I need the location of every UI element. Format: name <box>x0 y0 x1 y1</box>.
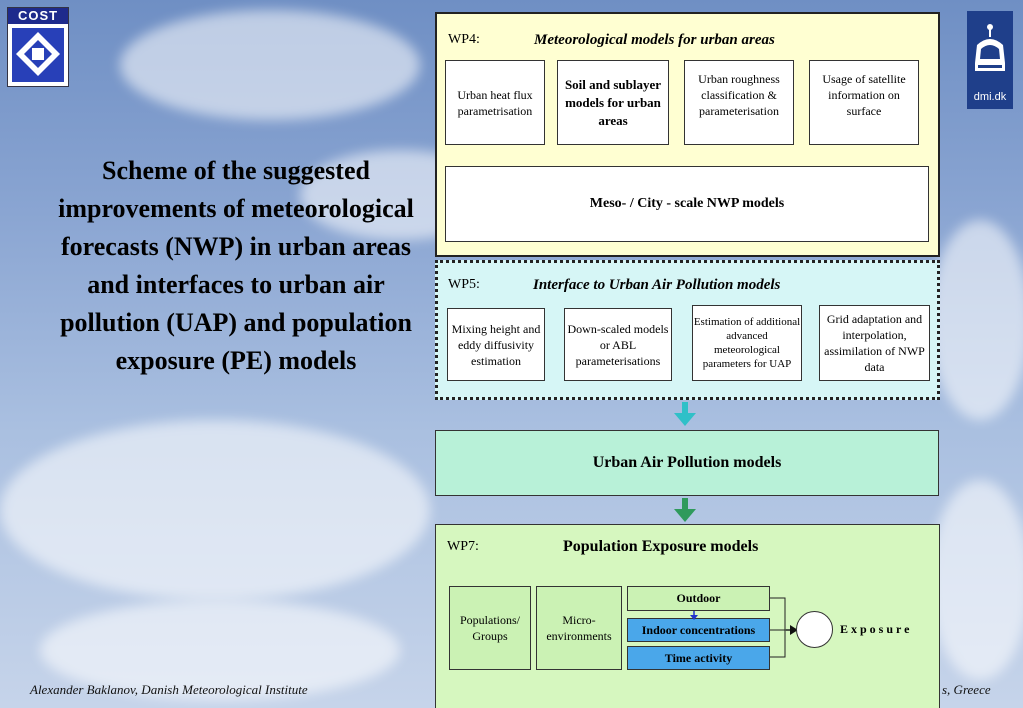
wp4-box-roughness: Urban roughness classification & paramet… <box>684 60 794 145</box>
cloud <box>930 220 1023 420</box>
wp4-box-heat-flux: Urban heat flux parametrisation <box>445 60 545 145</box>
wp4-title: Meteorological models for urban areas <box>534 32 775 48</box>
cost-emblem-icon <box>12 28 64 82</box>
indoor-concentrations-box: Indoor concentrations <box>627 618 770 642</box>
cost-logo: COST <box>7 7 69 87</box>
wp5-box-mixing-height: Mixing height and eddy diffusivity estim… <box>447 308 545 381</box>
wp5-label: WP5: <box>448 277 480 292</box>
crown-icon <box>975 24 1005 71</box>
wp7-label: WP7: <box>447 539 479 554</box>
time-activity-box: Time activity <box>627 646 770 670</box>
arrow-down-icon <box>674 498 696 522</box>
wp5-box-grid-adaptation: Grid adaptation and interpolation, assim… <box>819 305 930 381</box>
uap-models-box: Urban Air Pollution models <box>435 430 939 496</box>
wp4-box-soil: Soil and sublayer models for urban areas <box>557 60 669 145</box>
cloud <box>120 10 420 120</box>
arrow-down-icon <box>674 402 696 426</box>
wp5-box-downscaled: Down-scaled models or ABL parameterisati… <box>564 308 672 381</box>
cost-logo-text: COST <box>8 8 68 24</box>
dmi-logo-text: dmi.dk <box>973 91 1007 103</box>
exposure-connectors <box>690 597 798 658</box>
wp7-title: Population Exposure models <box>563 538 759 555</box>
footer-author: Alexander Baklanov, Danish Meteorologica… <box>30 682 308 697</box>
main-description: Scheme of the suggested improvements of … <box>58 156 414 375</box>
exposure-circle <box>796 611 833 648</box>
dmi-logo: dmi.dk <box>967 11 1013 109</box>
micro-environments-box: Micro-environments <box>536 586 622 670</box>
wp5-title: Interface to Urban Air Pollution models <box>533 277 781 293</box>
wp5-box-estimation: Estimation of additional advanced meteor… <box>692 305 802 381</box>
cloud <box>40 600 400 700</box>
wp4-box-satellite: Usage of satellite information on surfac… <box>809 60 919 145</box>
cloud <box>0 420 430 600</box>
wp4-label: WP4: <box>448 32 480 47</box>
outdoor-box: Outdoor <box>627 586 770 611</box>
wp4-nwp-box: Meso- / City - scale NWP models <box>445 166 929 242</box>
cloud <box>930 480 1023 680</box>
footer-location: s, Greece <box>942 682 991 697</box>
populations-groups-box: Populations/ Groups <box>449 586 531 670</box>
exposure-label: E x p o s u r e <box>840 622 910 636</box>
